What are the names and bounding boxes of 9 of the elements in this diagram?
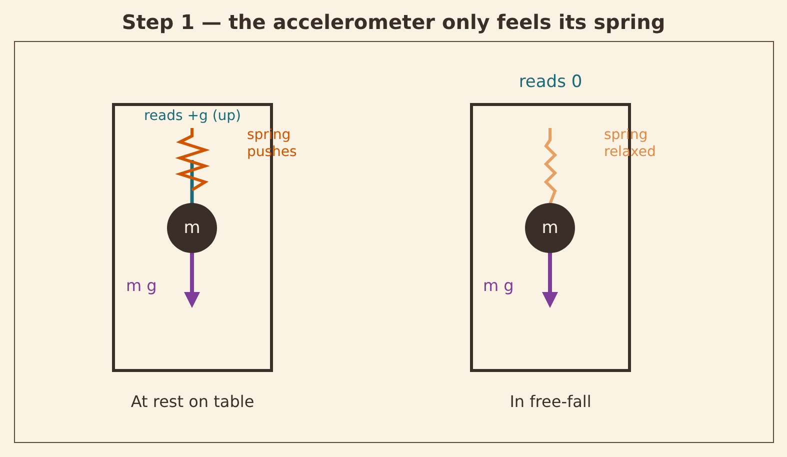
reading-text: reads 0 [518, 72, 584, 92]
mass-ball: m [167, 203, 217, 253]
node-label: In free-fall [508, 392, 592, 411]
mass-ball: m [525, 203, 575, 253]
force-label: m g [126, 277, 158, 294]
reading-text: reads +g (up) [142, 108, 242, 124]
diagram-title: Step 1 — the accelerometer only feels its spring [120, 10, 666, 34]
force-label: m g [483, 277, 515, 294]
node-label: At rest on table [130, 392, 256, 411]
